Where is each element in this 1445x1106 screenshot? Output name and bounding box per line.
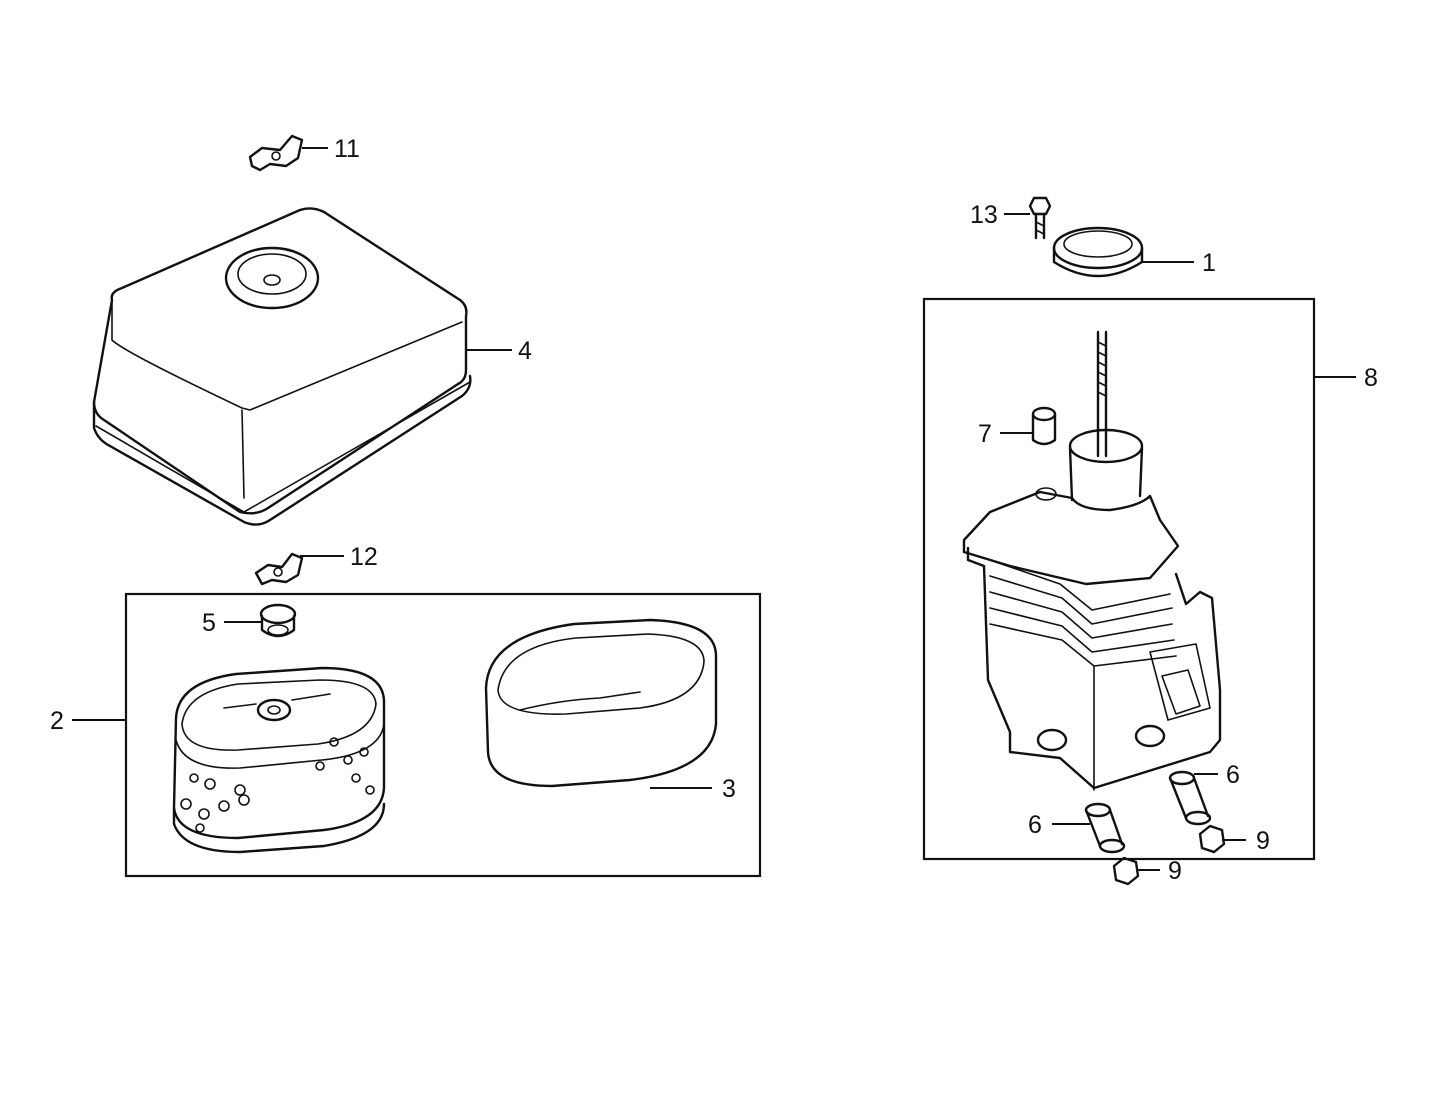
case-assembly-box bbox=[922, 297, 1316, 861]
callout-8: 8 bbox=[1364, 364, 1378, 392]
collar-part bbox=[1031, 406, 1057, 446]
seal-ring-part bbox=[1052, 226, 1144, 278]
air-cleaner-cover-part bbox=[92, 207, 472, 526]
callout-9: 9 bbox=[1256, 827, 1270, 855]
pipe-part bbox=[1168, 770, 1212, 826]
callout-12: 12 bbox=[350, 543, 378, 571]
nut-part bbox=[1112, 856, 1140, 886]
callout-11: 11 bbox=[334, 135, 360, 163]
callout-2: 2 bbox=[50, 707, 64, 735]
pipe-part bbox=[1084, 802, 1126, 854]
callout-4: 4 bbox=[518, 337, 532, 365]
callout-6: 6 bbox=[1028, 811, 1042, 839]
callout-1: 1 bbox=[1202, 249, 1216, 277]
nut-part bbox=[1198, 824, 1226, 854]
callout-13: 13 bbox=[970, 201, 998, 229]
grommet-part bbox=[259, 603, 297, 638]
air-cleaner-case-part bbox=[962, 330, 1222, 791]
callout-3: 3 bbox=[722, 775, 736, 803]
paper-element-part bbox=[172, 666, 386, 854]
callout-6: 6 bbox=[1226, 761, 1240, 789]
callout-7: 7 bbox=[978, 420, 992, 448]
element-set-box bbox=[124, 592, 762, 878]
callout-5: 5 bbox=[202, 609, 216, 637]
wing-nut-part bbox=[248, 134, 304, 172]
bolt-part bbox=[1028, 196, 1052, 240]
foam-element-part bbox=[484, 618, 718, 788]
wing-nut-part bbox=[254, 552, 304, 586]
callout-9: 9 bbox=[1168, 857, 1182, 885]
